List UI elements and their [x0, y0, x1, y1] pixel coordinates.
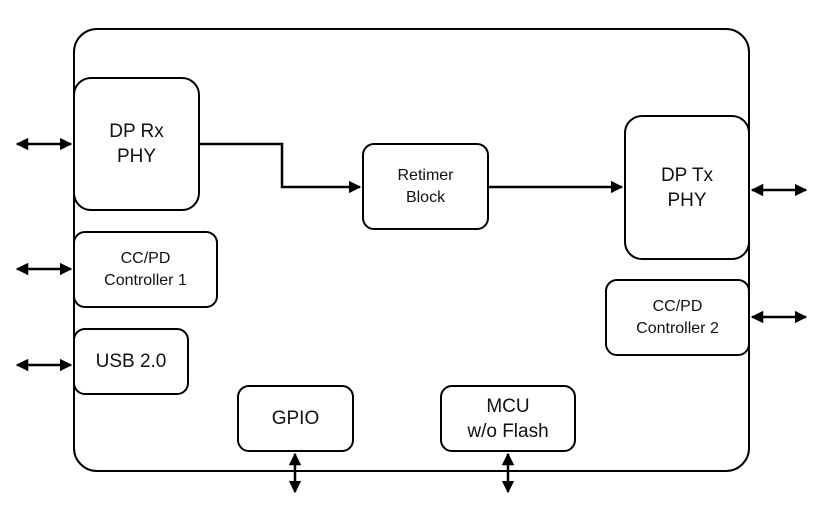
ccpd1-label-line1: CC/PD: [120, 249, 171, 267]
ccpd2-label-line1: CC/PD: [652, 297, 703, 315]
dp-rx-label-line2: PHY: [116, 146, 157, 167]
ccpd1-label-line2: Controller 1: [104, 271, 187, 289]
ccpd-controller-1-block: CC/PD Controller 1: [73, 231, 218, 308]
retimer-block: Retimer Block: [362, 143, 489, 230]
gpio-block: GPIO: [237, 385, 354, 452]
retimer-label-line1: Retimer: [397, 166, 454, 184]
dp-tx-phy-block: DP Tx PHY: [624, 115, 750, 260]
dp-tx-label-line2: PHY: [667, 189, 707, 211]
mcu-block: MCU w/o Flash: [440, 385, 576, 452]
ccpd2-label-line2: Controller 2: [636, 319, 719, 337]
usb-2-block: USB 2.0: [73, 328, 189, 395]
gpio-label: GPIO: [271, 408, 320, 429]
dp-rx-phy-block: DP Rx PHY: [73, 77, 200, 211]
ccpd-controller-2-block: CC/PD Controller 2: [605, 279, 750, 356]
mcu-label-line2: w/o Flash: [467, 420, 549, 442]
dp-rx-label-line1: DP Rx: [109, 121, 164, 142]
mcu-label-line1: MCU: [486, 395, 530, 417]
dp-tx-label-line1: DP Tx: [660, 164, 714, 186]
retimer-label-line2: Block: [405, 188, 446, 206]
usb-label: USB 2.0: [95, 351, 167, 372]
